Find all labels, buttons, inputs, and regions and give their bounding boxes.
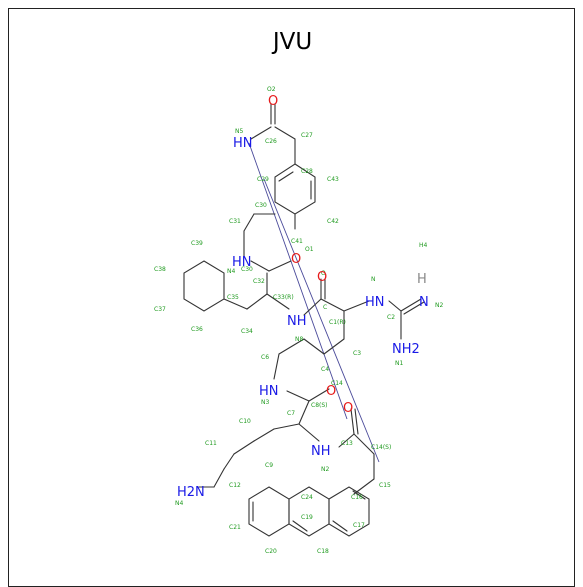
atom-label: N2: [435, 302, 443, 309]
atom-label: N5: [235, 128, 243, 135]
bond-set-left: [183, 260, 292, 312]
hetero-labels: O HN HN O NH O HN H N NH2 HN O O NH H2N: [177, 94, 429, 500]
hydrogen-label: H: [417, 272, 427, 287]
bond-set-naphthalene: [248, 486, 370, 537]
atom-label: C9: [265, 462, 273, 469]
atom-label: C10: [239, 418, 251, 425]
bond-set-lower: [198, 408, 375, 495]
atom-label: C32: [253, 278, 265, 285]
diagram-frame: JVU: [8, 8, 575, 587]
nitrogen-label: NH: [287, 314, 307, 329]
atom-label: C29: [257, 176, 269, 183]
atom-label: C: [323, 304, 327, 311]
atom-label: C39: [191, 240, 203, 247]
atom-label: C24: [301, 494, 313, 501]
atom-label: N: [371, 276, 376, 283]
atom-label: C37: [154, 306, 166, 313]
atom-label: C26: [265, 138, 277, 145]
atom-label: C19: [301, 514, 313, 521]
atom-label: C20: [265, 548, 277, 555]
nitrogen-label: HN: [365, 295, 385, 310]
atom-label: N4: [175, 500, 183, 507]
atom-label: C16: [351, 494, 363, 501]
atom-label: C27: [301, 132, 313, 139]
bond-set-top: [243, 103, 316, 258]
atom-label: C15: [379, 482, 391, 489]
atom-label: C38: [154, 266, 166, 273]
diagram-title: JVU: [272, 29, 313, 55]
oxygen-label: O: [291, 252, 301, 267]
nitrogen-label: N: [419, 295, 429, 310]
atom-label: C17: [353, 522, 365, 529]
atom-label: N4: [227, 268, 235, 275]
atom-label: C41: [291, 238, 303, 245]
atom-label: C30: [241, 266, 253, 273]
atom-label: N3: [261, 399, 269, 406]
nitrogen-label: HN: [232, 255, 252, 270]
atom-label: C13: [341, 440, 353, 447]
atom-label: C3: [353, 350, 361, 357]
carbon-labels: O2 C27 N5 C26 C28 C43 C29 C30 C42 C31 C4…: [154, 86, 443, 555]
atom-label: C6: [261, 354, 269, 361]
atom-label: C35: [227, 294, 239, 301]
atom-label: O: [321, 270, 326, 277]
atom-label: C18: [317, 548, 329, 555]
atom-label: C2: [387, 314, 395, 321]
nitrogen-label: H2N: [177, 485, 205, 500]
atom-label: C1(R): [329, 319, 346, 326]
atom-label: C42: [327, 218, 339, 225]
cross-bond: [248, 142, 348, 420]
atom-label: O1: [305, 246, 314, 253]
atom-label: C14(S): [371, 444, 391, 451]
molecule-structure: O2 C27 N5 C26 C28 C43 C29 C30 C42 C31 C4…: [154, 86, 443, 555]
atom-label: C4: [321, 366, 329, 373]
oxygen-label: O: [326, 384, 336, 399]
atom-label: C7: [287, 410, 295, 417]
oxygen-label: O: [317, 270, 327, 285]
atom-label: N8: [295, 336, 303, 343]
atom-label: C12: [229, 482, 241, 489]
atom-label: C28: [301, 168, 313, 175]
oxygen-label: O: [268, 94, 278, 109]
atom-label: C33(R): [273, 294, 294, 301]
nitrogen-label: NH2: [392, 342, 420, 357]
atom-label: O2: [267, 86, 276, 93]
atom-label: C30: [255, 202, 267, 209]
nitrogen-label: HN: [259, 384, 279, 399]
atom-label: C8(S): [311, 402, 328, 409]
nitrogen-label: HN: [233, 136, 253, 151]
atom-label: C11: [205, 440, 217, 447]
nitrogen-label: NH: [311, 444, 331, 459]
atom-label: C43: [327, 176, 339, 183]
atom-label: C31: [229, 218, 241, 225]
cross-bond: [263, 178, 380, 463]
oxygen-label: O: [343, 401, 353, 416]
atom-label: C14: [331, 380, 343, 387]
atom-label: H4: [419, 242, 428, 249]
atom-label: N1: [395, 360, 403, 367]
atom-label: C21: [229, 524, 241, 531]
atom-label: N2: [321, 466, 329, 473]
atom-label: C36: [191, 326, 203, 333]
atom-label: C34: [241, 328, 253, 335]
bond-set-middle: [273, 278, 425, 425]
